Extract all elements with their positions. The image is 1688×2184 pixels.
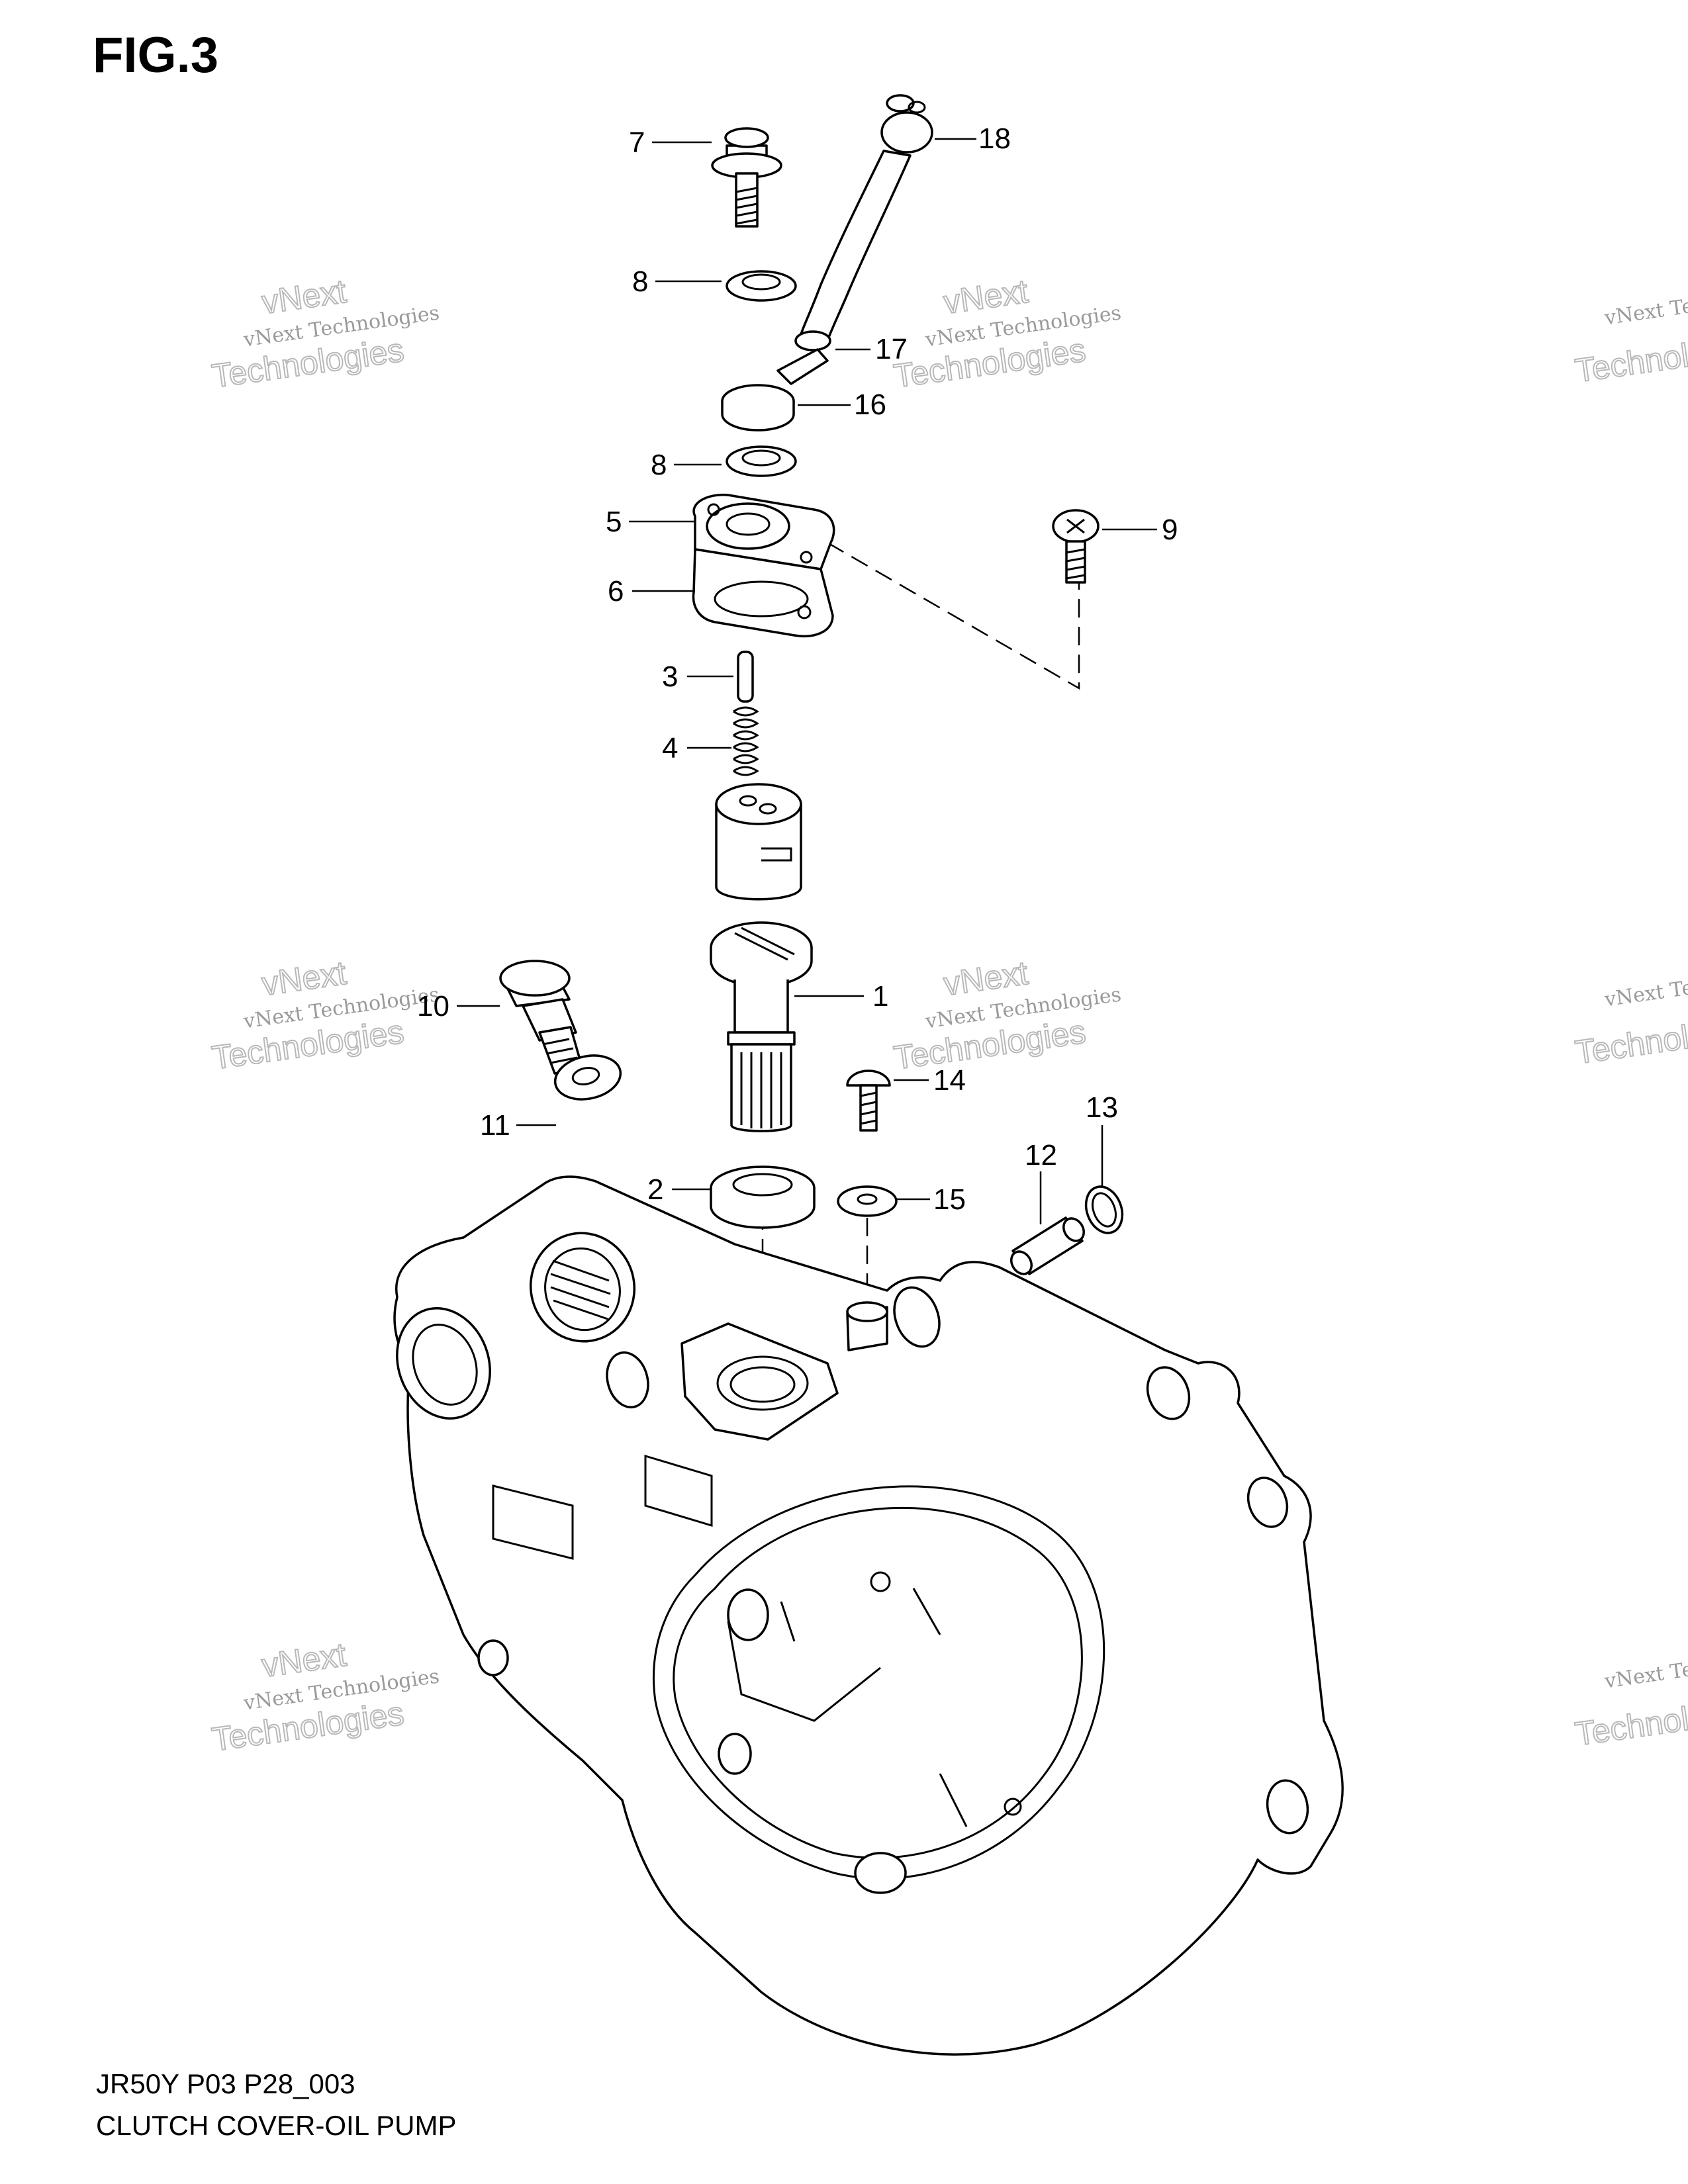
watermark-text-small: vNext Technologies — [1603, 1643, 1688, 1693]
watermark-9: Technologies vNext Technologies — [1572, 1643, 1688, 1753]
callout-1: 1 — [872, 980, 888, 1013]
washer-11 — [553, 1054, 622, 1101]
callout-15: 15 — [933, 1183, 966, 1216]
plunger-sleeve — [715, 783, 802, 901]
callout-14: 14 — [933, 1064, 966, 1097]
leader-lines — [457, 138, 1157, 1224]
callout-16: 16 — [854, 388, 886, 421]
callout-13: 13 — [1086, 1091, 1118, 1124]
watermark-5: Technologies vNext vNext Technologies — [891, 954, 1123, 1077]
center-line-screw-9 — [827, 541, 1080, 690]
watermark-text-large: Technologies — [1573, 1007, 1688, 1071]
plug-10 — [499, 960, 584, 1075]
banjo-bolt-7 — [711, 127, 782, 228]
pump-cover-5 — [692, 493, 835, 570]
callout-12: 12 — [1025, 1139, 1057, 1171]
o-ring-13 — [1084, 1185, 1124, 1234]
callout-17: 17 — [875, 333, 908, 365]
model-code: JR50Y P03 P28_003 — [96, 2068, 355, 2099]
watermark-text-top: vNext — [259, 1636, 348, 1684]
watermark-1: Technologies vNext vNext Technologies — [209, 272, 441, 396]
watermark-text-small: vNext Technologies — [1603, 961, 1688, 1011]
hose-cap-18 — [880, 94, 933, 154]
watermark-3: Technologies vNext Technologies — [1572, 279, 1688, 390]
watermark-text-top: vNext — [941, 273, 1030, 321]
callout-2: 2 — [647, 1173, 663, 1206]
watermark-text-large: Technologies — [1573, 1689, 1688, 1752]
callout-3: 3 — [662, 660, 678, 693]
oil-seal-2 — [710, 1165, 816, 1229]
screw-9 — [1052, 509, 1100, 584]
callout-8-lower: 8 — [651, 449, 667, 481]
watermark-text-large: Technologies — [1573, 326, 1688, 389]
callout-6: 6 — [608, 575, 624, 608]
callout-8-upper: 8 — [632, 265, 648, 298]
pin-3 — [737, 651, 754, 703]
callout-5: 5 — [606, 506, 622, 538]
pump-shaft-1 — [710, 921, 813, 1132]
oil-hose-17 — [794, 150, 912, 351]
washer-15 — [837, 1185, 898, 1217]
callout-9: 9 — [1162, 514, 1178, 546]
callout-18: 18 — [978, 122, 1011, 155]
banjo-union-16 — [721, 348, 829, 432]
section-title: CLUTCH COVER-OIL PUMP — [96, 2110, 457, 2141]
washer-8-upper — [726, 270, 797, 302]
watermark-text-top: vNext — [941, 954, 1030, 1003]
callout-4: 4 — [662, 732, 678, 764]
callout-10: 10 — [417, 990, 449, 1023]
screw-14 — [846, 1069, 891, 1132]
watermark-6: Technologies vNext Technologies — [1572, 961, 1688, 1071]
dowel-pin-12 — [1010, 1216, 1085, 1275]
clutch-cover-housing — [393, 1175, 1344, 2056]
spring-4 — [733, 706, 759, 776]
pump-body-6 — [692, 548, 834, 637]
figure-title: FIG.3 — [93, 27, 219, 83]
washer-8-lower — [726, 445, 797, 477]
watermark-text-small: vNext Technologies — [1603, 279, 1688, 330]
watermark-4: Technologies vNext vNext Technologies — [209, 954, 441, 1077]
watermark-2: Technologies vNext vNext Technologies — [891, 272, 1123, 396]
watermark-text-top: vNext — [259, 954, 348, 1003]
watermark-text-top: vNext — [259, 273, 348, 321]
callout-11: 11 — [480, 1109, 510, 1142]
watermark-7: Technologies vNext vNext Technologies — [209, 1635, 441, 1759]
callout-7: 7 — [629, 126, 645, 159]
callout-labels: 7 8 18 17 16 8 5 6 9 3 4 1 10 11 2 14 15… — [417, 122, 1178, 1216]
